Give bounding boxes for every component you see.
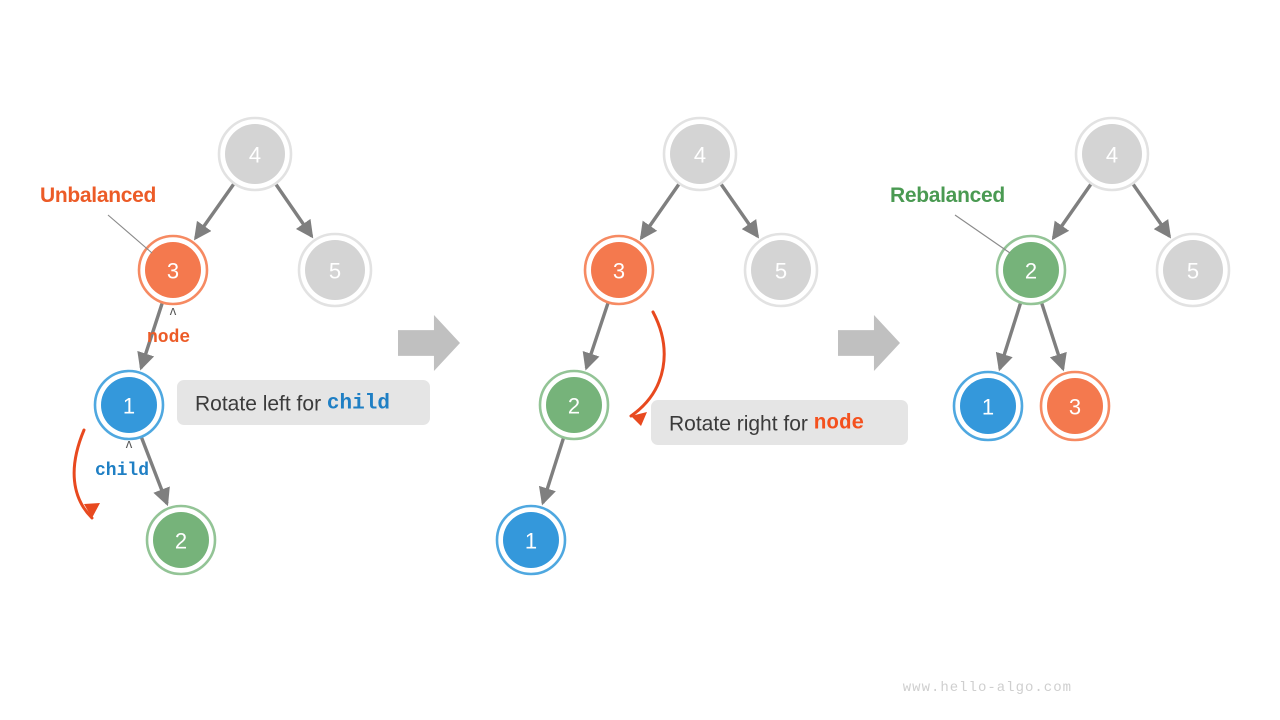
annotation-layer: Unbalanced ʌ node ʌ child Rebalanced <box>40 184 1011 481</box>
caret-icon: ʌ <box>170 303 177 318</box>
node-value-label: 1 <box>982 395 994 420</box>
tree-edge <box>137 301 165 371</box>
variable-tag-node: node <box>147 328 190 348</box>
rotation-arrow <box>72 428 100 520</box>
callout-code-token: child <box>327 392 390 415</box>
unbalanced-label: Unbalanced <box>40 184 156 207</box>
watermark: www.hello-algo.com <box>903 680 1072 696</box>
rotation-arrow <box>629 310 666 426</box>
tree-node[interactable]: 4 <box>217 116 293 192</box>
tree-node[interactable]: 3 <box>1039 370 1111 442</box>
edge-layer <box>137 182 1172 507</box>
variable-tag-child: child <box>95 461 149 481</box>
tree-edge <box>1039 301 1067 372</box>
node-value-label: 1 <box>123 394 135 419</box>
tree-edge <box>582 301 610 371</box>
tree-edge <box>538 436 566 506</box>
node-value-label: 1 <box>525 529 537 554</box>
step-arrow-icon <box>398 315 460 371</box>
step-arrow-layer <box>398 315 900 371</box>
node-value-label: 2 <box>175 529 187 554</box>
tree-node[interactable]: 3 <box>583 234 655 306</box>
tree-node[interactable]: 5 <box>743 232 819 308</box>
tree-node[interactable]: 4 <box>662 116 738 192</box>
tree-node[interactable]: 3 <box>137 234 209 306</box>
rebalanced-label: Rebalanced <box>890 184 1005 207</box>
node-layer: 4 3 5 1 2 4 3 5 2 1 4 2 5 1 3 <box>93 116 1231 576</box>
tree-node[interactable]: 4 <box>1074 116 1150 192</box>
tree-edge <box>1131 182 1172 239</box>
callout-box: Rotate left for child <box>177 380 430 425</box>
tree-node[interactable]: 5 <box>1155 232 1231 308</box>
tree-node[interactable]: 2 <box>145 504 217 576</box>
node-value-label: 5 <box>329 259 341 284</box>
node-value-label: 2 <box>1025 259 1037 284</box>
rotation-arrow-layer <box>72 310 666 520</box>
node-value-label: 3 <box>613 259 625 284</box>
tree-edge <box>719 182 760 239</box>
tree-edge <box>139 436 170 507</box>
node-value-label: 4 <box>694 143 706 168</box>
node-value-label: 4 <box>1106 143 1118 168</box>
tree-node[interactable]: 1 <box>93 369 165 441</box>
tree-node[interactable]: 1 <box>495 504 567 576</box>
tree-edge <box>193 182 236 241</box>
caret-icon: ʌ <box>126 436 133 451</box>
node-value-label: 3 <box>167 259 179 284</box>
leader-line <box>107 214 153 254</box>
callout-code-token: node <box>814 412 864 435</box>
tree-node[interactable]: 5 <box>297 232 373 308</box>
tree-edge <box>639 182 681 241</box>
step-arrow-icon <box>838 315 900 371</box>
node-value-label: 3 <box>1069 395 1081 420</box>
tree-node[interactable]: 1 <box>952 370 1024 442</box>
tree-node[interactable]: 2 <box>995 234 1067 306</box>
tree-node[interactable]: 2 <box>538 369 610 441</box>
tree-edge <box>995 301 1023 372</box>
node-value-label: 2 <box>568 394 580 419</box>
tree-edge <box>274 182 314 239</box>
node-value-label: 5 <box>1187 259 1199 284</box>
callout-box: Rotate right for node <box>651 400 908 445</box>
callout-text: Rotate left for child <box>195 392 390 415</box>
tree-edge <box>1051 182 1093 241</box>
leader-line <box>954 214 1011 254</box>
callout-text: Rotate right for node <box>669 412 864 435</box>
node-value-label: 4 <box>249 143 261 168</box>
node-value-label: 5 <box>775 259 787 284</box>
